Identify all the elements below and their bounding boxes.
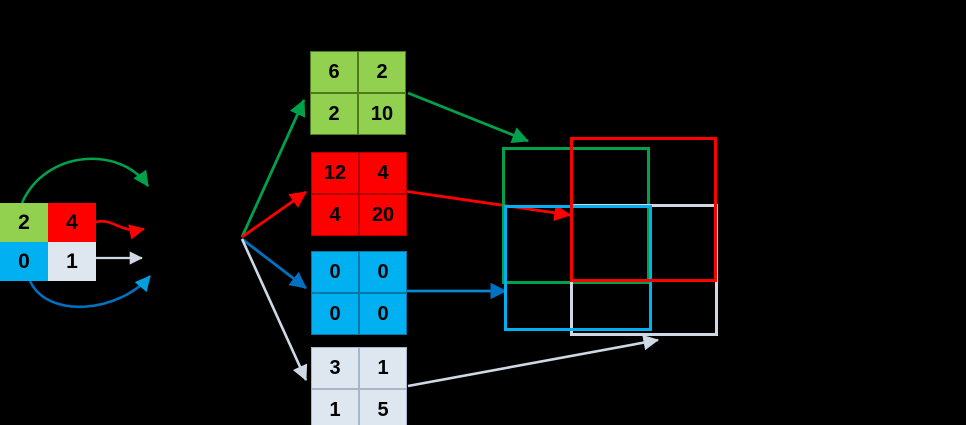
blue-result-cell-1-0: 0 <box>311 293 359 335</box>
gray-result-matrix: 3 1 1 5 <box>311 347 407 425</box>
green-curve-arrow <box>20 157 150 204</box>
green-output-arrow <box>407 91 530 143</box>
green-result-cell-1-0: 2 <box>310 93 358 135</box>
input-cell-1-0: 0 <box>0 242 48 281</box>
red-result-cell-0-1: 4 <box>359 152 407 194</box>
input-matrix: 2 4 0 1 <box>0 203 96 281</box>
fan-arrow-green <box>240 98 306 238</box>
red-result-matrix: 12 4 4 20 <box>311 152 407 236</box>
blue-result-cell-1-1: 0 <box>359 293 407 335</box>
gray-result-cell-0-1: 1 <box>359 347 407 389</box>
green-result-matrix: 6 2 2 10 <box>310 51 406 135</box>
red-output-patch <box>570 137 717 282</box>
red-result-cell-1-1: 20 <box>359 194 407 236</box>
gray-output-arrow <box>407 334 660 388</box>
red-curve-arrow <box>95 220 146 240</box>
input-cell-0-0: 2 <box>0 203 48 242</box>
blue-result-cell-0-1: 0 <box>359 251 407 293</box>
green-result-cell-0-1: 2 <box>358 51 406 93</box>
fan-arrow-blue <box>241 237 307 290</box>
green-output-patch <box>502 147 650 284</box>
fan-arrow-red <box>241 190 307 239</box>
fan-arrow-gray <box>240 238 308 381</box>
green-result-cell-0-0: 6 <box>310 51 358 93</box>
blue-result-matrix: 0 0 0 0 <box>311 251 407 335</box>
red-result-cell-1-0: 4 <box>311 194 359 236</box>
gray-result-cell-1-1: 5 <box>359 389 407 425</box>
gray-result-cell-0-0: 3 <box>311 347 359 389</box>
input-cell-1-1: 1 <box>48 242 96 281</box>
gray-result-cell-1-0: 1 <box>311 389 359 425</box>
blue-output-patch <box>504 205 652 331</box>
red-result-cell-0-0: 12 <box>311 152 359 194</box>
blue-result-cell-0-0: 0 <box>311 251 359 293</box>
green-result-cell-1-1: 10 <box>358 93 406 135</box>
input-cell-0-1: 4 <box>48 203 96 242</box>
